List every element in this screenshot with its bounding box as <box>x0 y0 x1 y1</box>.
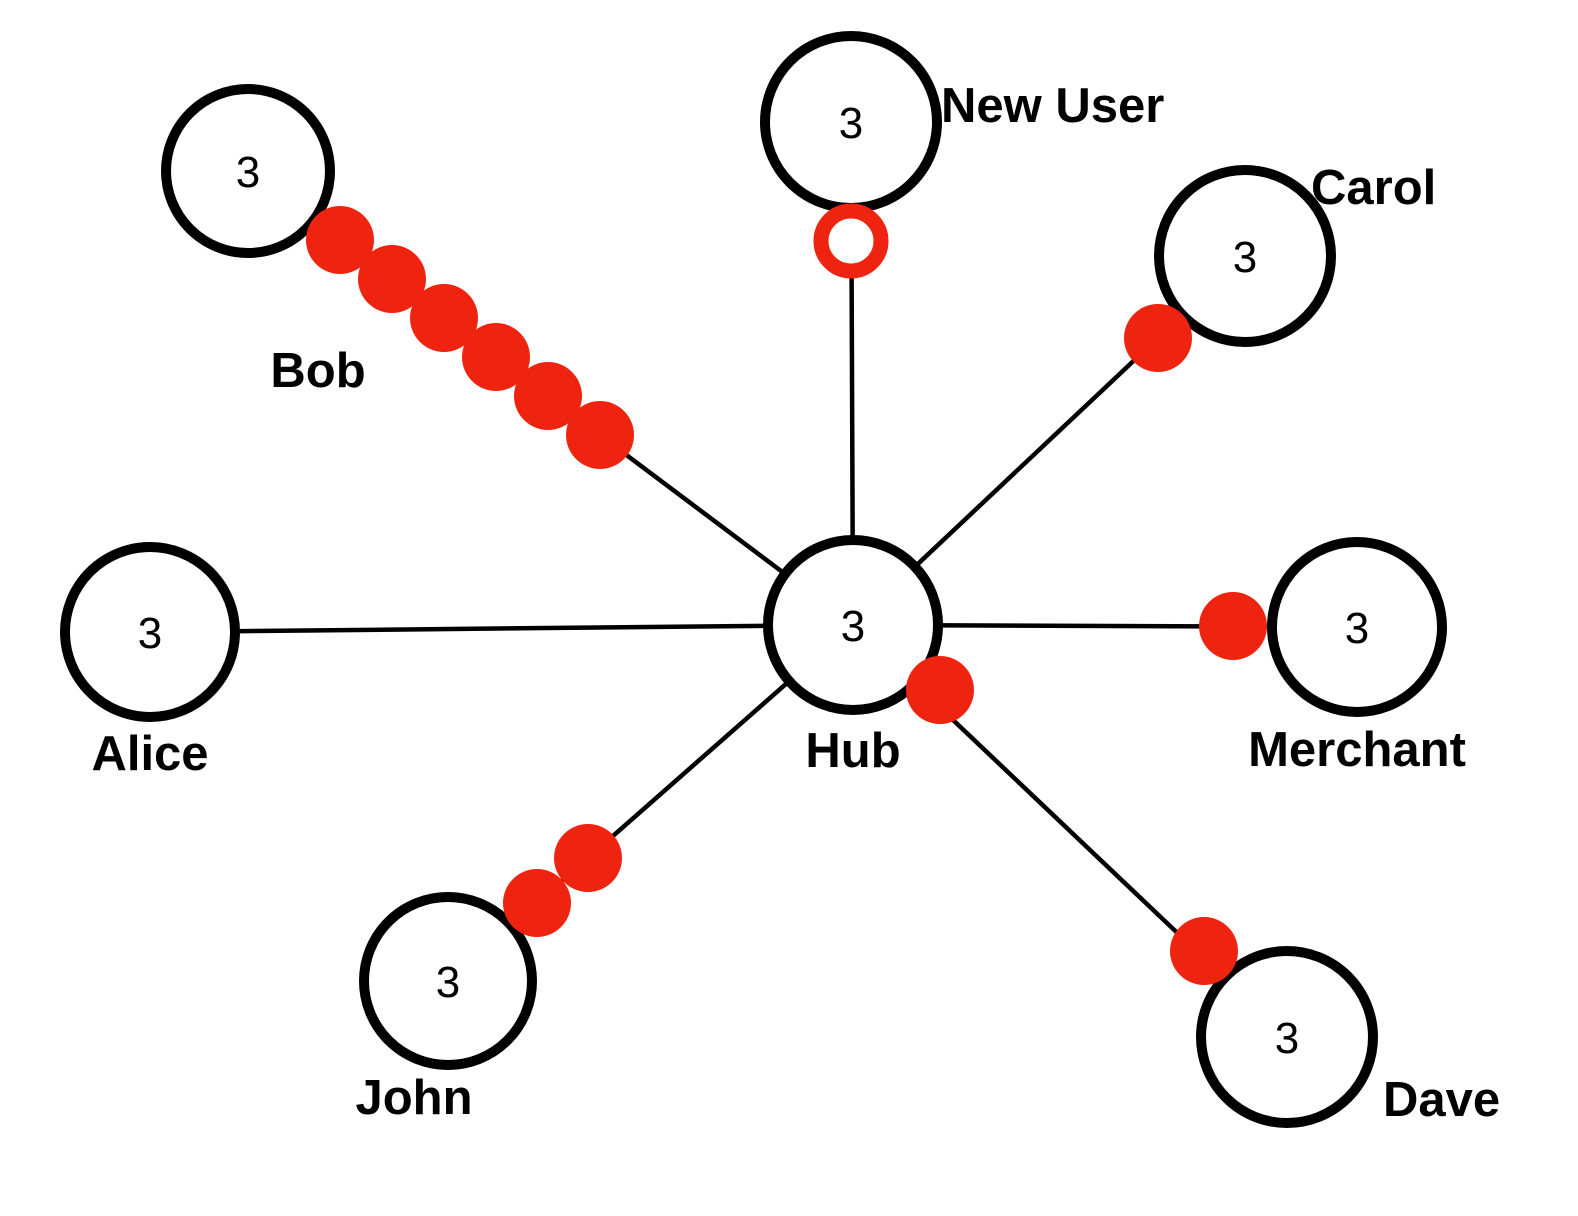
node-alice-value: 3 <box>138 609 162 658</box>
node-newuser-label: New User <box>941 79 1164 133</box>
node-dave-label: Dave <box>1383 1073 1500 1127</box>
edge-hub-alice <box>149 622 854 635</box>
node-alice-label: Alice <box>91 727 208 781</box>
token-hub-dave-9 <box>1170 917 1238 985</box>
token-hub-john-10 <box>554 824 622 892</box>
node-dave-circle <box>1196 946 1378 1128</box>
token-hub-bob-3 <box>462 323 530 391</box>
token-hub-bob-0 <box>306 206 374 274</box>
node-bob-circle <box>161 84 335 258</box>
node-carol-circle <box>1154 165 1336 347</box>
node-bob-label: Bob <box>270 344 365 398</box>
node-john-circle <box>359 892 537 1070</box>
token-hub-bob-2 <box>410 284 478 352</box>
token-hub-bob-5 <box>566 401 634 469</box>
token-hub-bob-4 <box>514 362 582 430</box>
node-hub-circle <box>763 535 943 715</box>
node-carol-label: Carol <box>1311 161 1436 215</box>
node-dave-value: 3 <box>1275 1014 1299 1063</box>
token-hub-bob-1 <box>358 245 426 313</box>
node-hub-label: Hub <box>805 724 900 778</box>
node-john-label: John <box>355 1071 472 1125</box>
node-alice-circle <box>60 542 240 722</box>
token-hub-dave-8 <box>906 656 974 724</box>
node-merchant-circle <box>1267 537 1447 717</box>
node-hub-value: 3 <box>841 602 865 651</box>
node-john-value: 3 <box>436 958 460 1007</box>
node-bob-value: 3 <box>236 148 260 197</box>
node-newuser-value: 3 <box>839 99 863 148</box>
node-carol-value: 3 <box>1233 233 1257 282</box>
node-merchant-value: 3 <box>1345 604 1369 653</box>
pending-token-ring <box>813 203 889 279</box>
token-hub-merchant-7 <box>1199 592 1267 660</box>
token-hub-carol-6 <box>1124 304 1192 372</box>
node-merchant-label: Merchant <box>1248 723 1466 777</box>
token-hub-john-11 <box>503 869 571 937</box>
